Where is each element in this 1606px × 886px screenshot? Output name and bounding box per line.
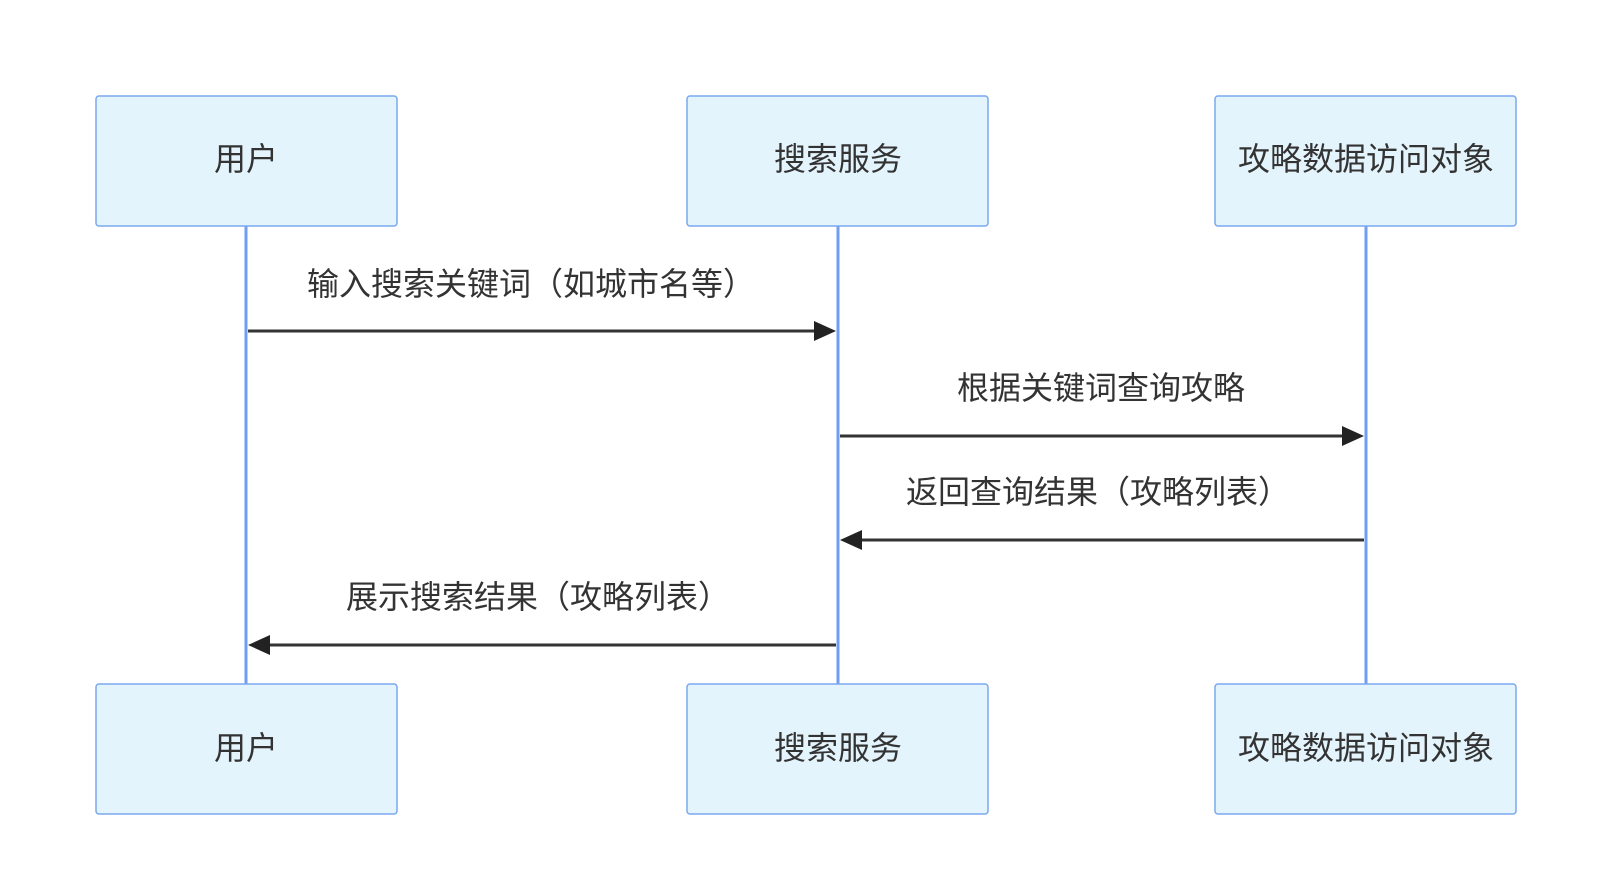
participant-strategy-dao-bottom: 攻略数据访问对象 (1214, 683, 1517, 815)
participant-search-service-top-label: 搜索服务 (774, 140, 902, 178)
message-query-strategy-label: 根据关键词查询攻略 (957, 369, 1245, 407)
participant-user-bottom-label: 用户 (214, 729, 278, 767)
message-return-results-label: 返回查询结果（攻略列表） (906, 473, 1290, 511)
arrowhead-left-icon (248, 635, 270, 655)
participant-search-service-bottom-label: 搜索服务 (774, 729, 902, 767)
message-display-results: 展示搜索结果（攻略列表） (248, 578, 836, 655)
participant-search-service-top: 搜索服务 (686, 95, 989, 227)
message-return-results: 返回查询结果（攻略列表） (840, 473, 1364, 550)
participant-search-service-bottom: 搜索服务 (686, 683, 989, 815)
participant-strategy-dao-bottom-label: 攻略数据访问对象 (1238, 729, 1494, 767)
participant-user-top: 用户 (95, 95, 398, 227)
participant-strategy-dao-top: 攻略数据访问对象 (1214, 95, 1517, 227)
message-display-results-label: 展示搜索结果（攻略列表） (346, 578, 730, 616)
message-query-strategy: 根据关键词查询攻略 (840, 369, 1364, 446)
arrowhead-left-icon (840, 530, 862, 550)
participant-user-bottom: 用户 (95, 683, 398, 815)
arrowhead-right-icon (814, 321, 836, 341)
participant-user-top-label: 用户 (214, 140, 278, 178)
message-input-keyword-label: 输入搜索关键词（如城市名等） (307, 265, 755, 303)
participant-strategy-dao-top-label: 攻略数据访问对象 (1238, 140, 1494, 178)
message-input-keyword: 输入搜索关键词（如城市名等） (248, 265, 836, 341)
arrowhead-right-icon (1342, 426, 1364, 446)
